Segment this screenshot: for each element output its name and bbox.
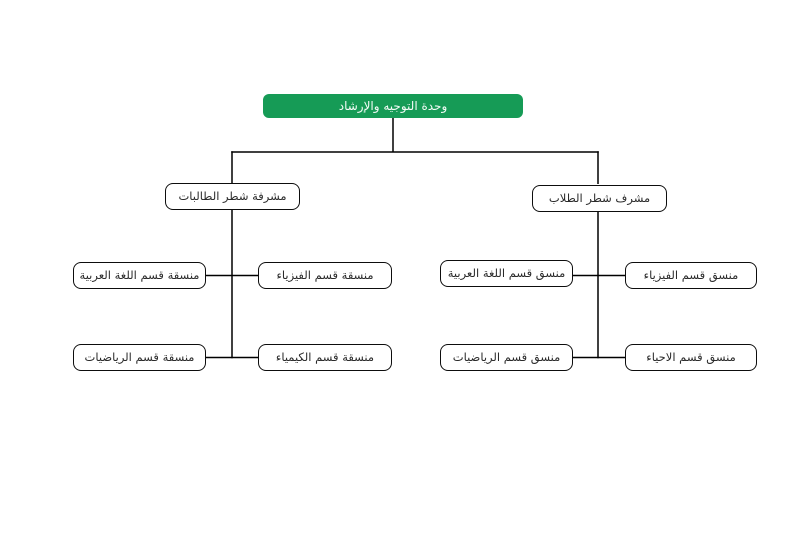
supervisor-node-female-section: مشرفة شطر الطالبات (165, 183, 300, 210)
coordinator-node-male-mathematics: منسق قسم الرياضيات (440, 344, 573, 371)
coordinator-node-male-biology: منسق قسم الاحياء (625, 344, 757, 371)
root-node-guidance-unit: وحدة التوجيه والإرشاد (263, 94, 523, 118)
coordinator-node-female-arabic-language: منسقة قسم اللغة العربية (73, 262, 206, 289)
coordinator-node-female-chemistry: منسقة قسم الكيمياء (258, 344, 392, 371)
coordinator-node-female-physics: منسقة قسم الفيزياء (258, 262, 392, 289)
supervisor-node-male-section: مشرف شطر الطلاب (532, 185, 667, 212)
coordinator-node-male-physics: منسق قسم الفيزياء (625, 262, 757, 289)
coordinator-node-female-mathematics: منسقة قسم الرياضيات (73, 344, 206, 371)
coordinator-node-male-arabic-language: منسق قسم اللغة العربية (440, 260, 573, 287)
